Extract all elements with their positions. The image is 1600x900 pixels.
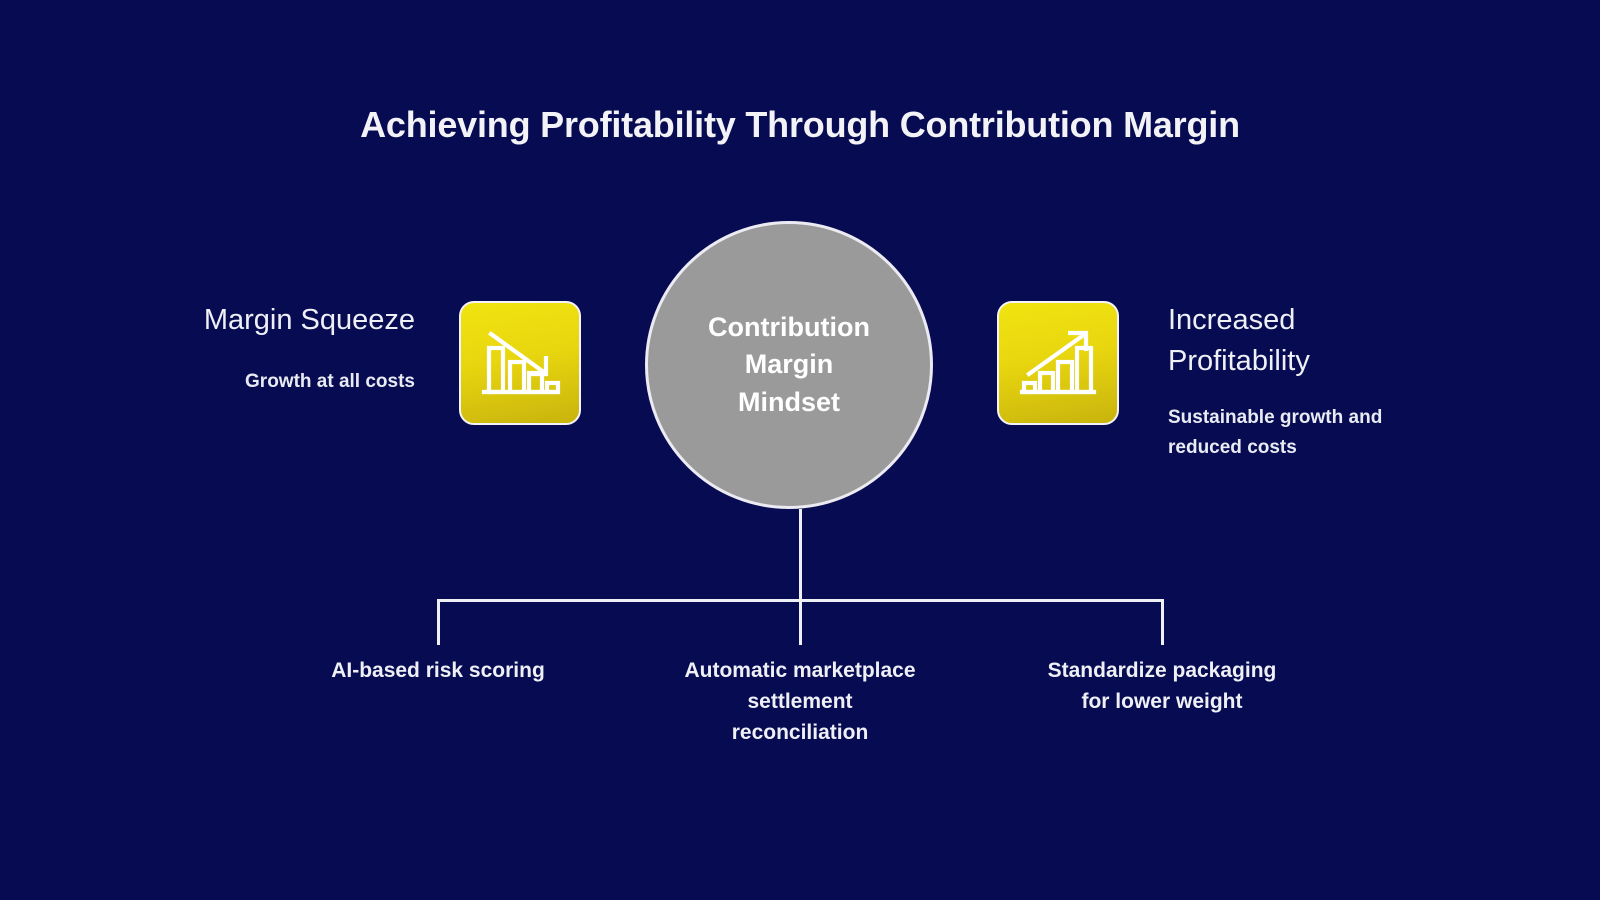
left-concept-subtext: Growth at all costs <box>245 371 415 393</box>
left-concept-block: Margin Squeeze Growth at all costs <box>115 300 415 398</box>
connector-stem-vertical <box>799 509 802 602</box>
rising-bar-chart-icon <box>1015 320 1101 406</box>
connector-leg-left <box>437 599 440 645</box>
center-concept-label: Contribution Margin Mindset <box>708 312 870 417</box>
right-concept-subtext: Sustainable growth and reduced costs <box>1168 406 1383 459</box>
branch-label-2: Standardize packaging for lower weight <box>1047 659 1277 714</box>
connector-leg-right <box>1161 599 1164 645</box>
declining-bar-chart-icon <box>477 320 563 406</box>
branch-label-0: AI-based risk scoring <box>331 659 545 682</box>
right-concept-block: Increased Profitability Sustainable grow… <box>1168 300 1498 464</box>
left-concept-heading: Margin Squeeze <box>203 304 415 336</box>
page-title: Achieving Profitability Through Contribu… <box>360 104 1240 145</box>
center-concept-circle: Contribution Margin Mindset <box>645 221 933 509</box>
connector-leg-middle <box>799 599 802 645</box>
declining-bar-chart-tile <box>459 301 581 425</box>
branch-label-1: Automatic marketplace settlement reconci… <box>684 659 916 745</box>
right-concept-heading: Increased Profitability <box>1168 304 1310 378</box>
rising-bar-chart-tile <box>997 301 1119 425</box>
